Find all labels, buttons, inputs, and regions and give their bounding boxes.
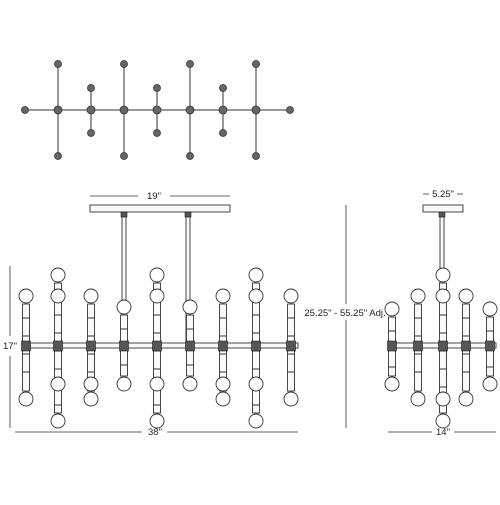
top-view-arm-end [252,60,260,68]
top-view-arm-end [87,129,95,137]
top-view-hub [185,105,195,115]
bulb [182,376,198,392]
top-view-end-cap [21,106,29,114]
bulb [50,288,66,304]
bulb [283,288,299,304]
front-view [18,204,299,429]
bulb [435,391,451,407]
bulb [482,301,498,317]
front-view-arms [18,267,299,429]
canopy-bracket-right [184,211,192,218]
top-view [21,60,294,160]
arm-hub [387,340,397,352]
top-view-arm-end [186,60,194,68]
arm-hub [21,340,31,352]
bulb [384,301,400,317]
top-view-arm-end [186,152,194,160]
bulb [283,391,299,407]
bulb [410,391,426,407]
bulb [83,376,99,392]
bulb [458,288,474,304]
top-view-arm-end [153,129,161,137]
bulb [435,413,451,429]
arm-hub [251,340,261,352]
arm-hub [218,340,228,352]
dim-top-width-label: 19" [147,191,161,202]
bulb [116,376,132,392]
top-view-hub [53,105,63,115]
top-view-hub [251,105,261,115]
top-view-arms [21,60,294,160]
bulb [18,288,34,304]
top-view-hub [86,105,96,115]
bulb [149,413,165,429]
top-view-arm-end [153,84,161,92]
bulb [435,288,451,304]
top-view-arm-end [120,60,128,68]
dim-height-label: 17" [3,341,17,352]
side-view [384,204,498,429]
bulb [248,413,264,429]
side-view-arms [384,267,498,429]
bulb [182,299,198,315]
arm-hub [53,340,63,352]
bulb [248,288,264,304]
top-view-end-cap [286,106,294,114]
bulb [50,376,66,392]
bulb [248,376,264,392]
bulb [248,267,264,283]
arm-hub [152,340,162,352]
bulb [83,288,99,304]
arm-hub [485,340,495,352]
top-view-hub [152,105,162,115]
top-view-arm-end [54,152,62,160]
top-view-arm-end [87,84,95,92]
bulb [149,376,165,392]
bulb [215,376,231,392]
side-canopy [422,204,464,213]
canopy-bracket-left [120,211,128,218]
bulb [458,391,474,407]
bulb [215,288,231,304]
arm-hub [86,340,96,352]
bulb [149,288,165,304]
bulb [149,267,165,283]
canopy [89,204,231,213]
top-view-arm-end [219,129,227,137]
arm-hub [413,340,423,352]
top-view-arm-end [54,60,62,68]
side-canopy-bracket [438,211,446,218]
arm-hub [119,340,129,352]
arm-hub [461,340,471,352]
bulb [83,391,99,407]
bulb [18,391,34,407]
arm-hub [286,340,296,352]
bulb [50,413,66,429]
top-view-hub [119,105,129,115]
bulb [410,288,426,304]
dim-total-width-label: 38" [148,427,162,438]
bulb [116,299,132,315]
bulb [384,376,400,392]
arm-hub [438,340,448,352]
dim-side-top-width-label: 5.25" [432,189,454,200]
top-view-arm-end [219,84,227,92]
bulb [215,391,231,407]
top-view-arm-end [252,152,260,160]
dim-depth-label: 14" [436,427,450,438]
arm-hub [185,340,195,352]
top-view-arm-end [120,152,128,160]
bulb [50,267,66,283]
dimensions: 19" 17" 38" 25.25" - 55.25" Adj. 5.25" 1… [3,189,496,438]
bulb [435,267,451,283]
bulb [482,376,498,392]
top-view-hub [218,105,228,115]
dim-overall-height-label: 25.25" - 55.25" Adj. [304,308,385,319]
